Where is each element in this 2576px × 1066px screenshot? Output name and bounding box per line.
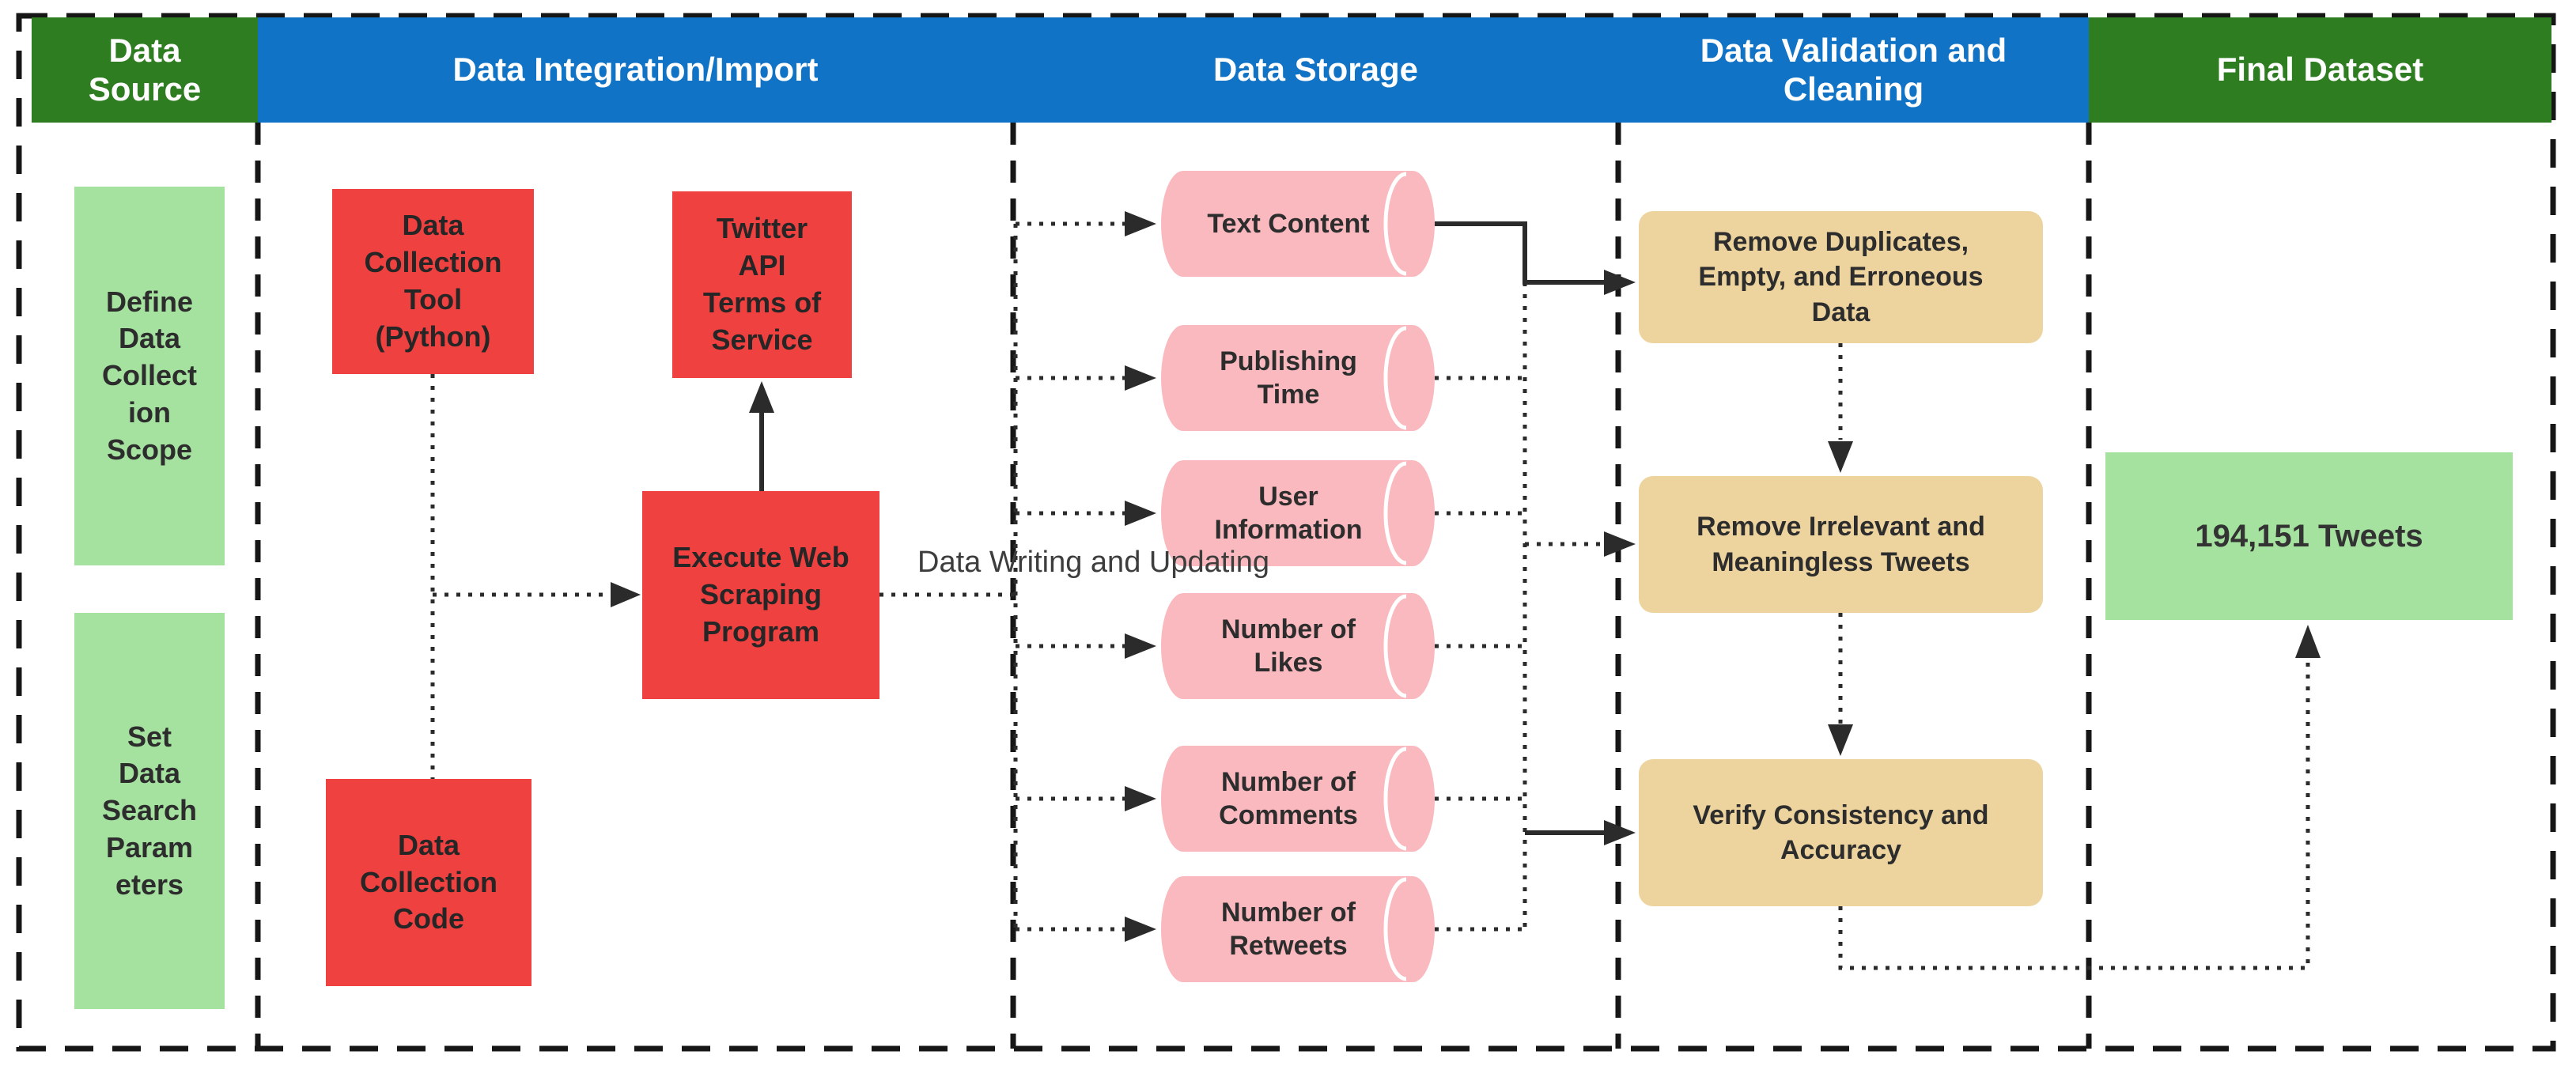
box-data-collection-tool: Data Collection Tool (Python) [332,189,534,374]
arrow-right-icon [1125,786,1156,811]
database-cylinder-icon [1161,325,1435,431]
arrow-down-icon [1828,441,1853,473]
box-verify-consistency: Verify Consistency and Accuracy [1639,759,2043,906]
database-cylinder-shapes [1161,171,1435,982]
arrow-right-icon [1604,820,1636,845]
dotted-connectors [430,221,2310,970]
arrow-up-icon [749,381,774,413]
box-remove-irrelevant: Remove Irrelevant and Meaningless Tweets [1639,476,2043,613]
box-define-data-collection-scope: Define Data Collect ion Scope [74,187,225,565]
database-cylinder-icon [1161,876,1435,982]
solid-connectors [759,221,1606,835]
cylinder-user-information: User Information [1214,481,1363,546]
database-cylinder-icon [1161,460,1435,566]
column-separators [255,123,2092,1049]
arrow-right-icon [1604,531,1636,557]
cylinder-text-content: Text Content [1207,208,1370,239]
column-header-data-source: Data Source [32,17,258,123]
cylinder-number-of-retweets: Number of Retweets [1221,897,1356,962]
box-execute-web-scraping: Execute Web Scraping Program [642,491,879,699]
arrow-right-icon [1604,270,1636,295]
outer-dashed-border [16,13,2556,1052]
box-twitter-api-terms: Twitter API Terms of Service [672,191,852,378]
arrow-down-icon [1828,724,1853,756]
column-header-data-storage: Data Storage [1013,17,1618,123]
column-header-data-validation: Data Validation and Cleaning [1618,17,2089,123]
box-set-data-search-parameters: Set Data Search Param eters [74,613,225,1009]
cylinder-publishing-time: Publishing Time [1220,346,1357,410]
arrow-up-icon [2295,625,2321,658]
database-cylinder-icon [1161,171,1435,277]
label-data-writing-and-updating: Data Writing and Updating [917,546,1269,579]
arrow-right-icon [1125,365,1156,391]
arrowheads [611,211,2321,942]
arrow-right-icon [611,582,641,607]
cylinder-number-of-likes: Number of Likes [1221,614,1356,679]
cylinder-rim-highlights [1383,172,1407,981]
database-cylinder-icon [1161,746,1435,852]
column-header-final-dataset: Final Dataset [2089,17,2551,123]
arrow-right-icon [1125,633,1156,659]
box-remove-duplicates: Remove Duplicates, Empty, and Erroneous … [1639,211,2043,343]
arrow-right-icon [1125,501,1156,526]
column-header-data-integration: Data Integration/Import [258,17,1013,123]
cylinder-number-of-comments: Number of Comments [1219,766,1358,831]
database-cylinder-icon [1161,593,1435,699]
arrow-right-icon [1125,211,1156,236]
box-final-dataset-count: 194,151 Tweets [2105,452,2513,620]
arrow-right-icon [1125,917,1156,942]
box-data-collection-code: Data Collection Code [326,779,531,986]
